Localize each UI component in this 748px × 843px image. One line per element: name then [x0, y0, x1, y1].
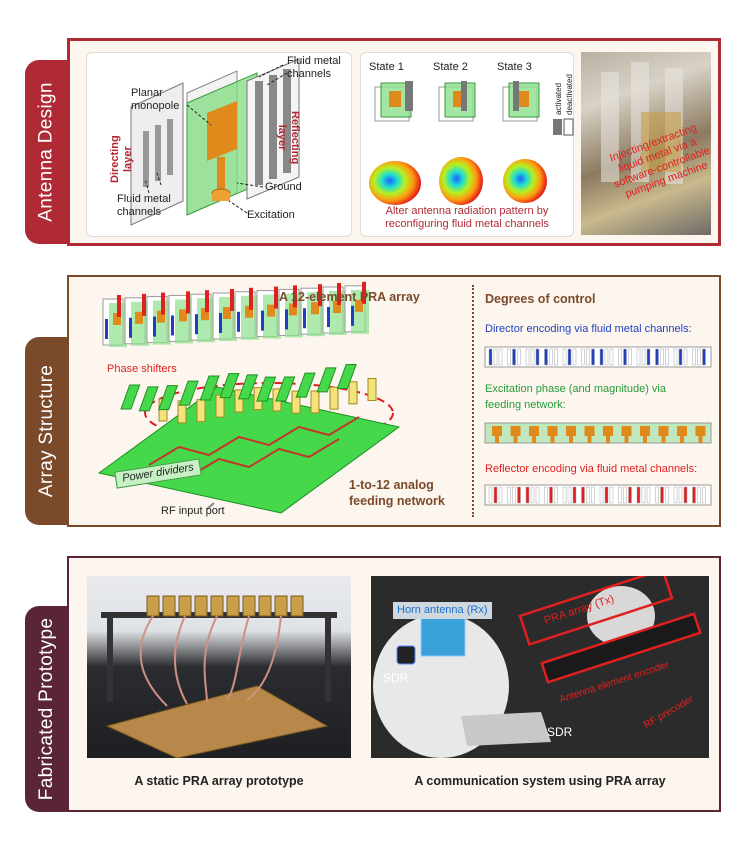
- communication-system-caption: A communication system using PRA array: [414, 774, 666, 788]
- states-drawing: [369, 81, 574, 205]
- array-structure-tab: Array Structure: [25, 337, 69, 525]
- antenna-design-panel: Planar monopole Fluid metal channels Ref…: [67, 38, 721, 246]
- state-3-label: State 3: [497, 61, 532, 73]
- sdr-left-label: SDR: [383, 671, 409, 685]
- director-encoding-label: Director encoding via fluid metal channe…: [485, 323, 692, 335]
- legend-deactivated: deactivated: [565, 74, 574, 115]
- ground-label: Ground: [265, 181, 302, 193]
- alter-pattern-text: Alter antenna radiation pattern by recon…: [385, 205, 549, 230]
- excitation-label: Excitation: [247, 209, 295, 221]
- prototype-section: Fabricated Prototype: [25, 556, 721, 812]
- static-prototype-photo: [87, 576, 351, 758]
- director-bars: [484, 346, 712, 368]
- reflector-bars: [484, 484, 712, 506]
- static-prototype-caption: A static PRA array prototype: [134, 774, 304, 788]
- reflecting-layer-label: Reflecting layer: [276, 111, 301, 165]
- horn-antenna-label: Horn antenna (Rx): [393, 602, 492, 619]
- antenna-diagram: Planar monopole Fluid metal channels Ref…: [86, 52, 352, 237]
- reflector-encoding-label: Reflector encoding via fluid metal chann…: [485, 463, 698, 475]
- antenna-design-tab: Antenna Design: [25, 60, 69, 244]
- states-diagram: State 1 State 2 State 3: [360, 52, 574, 237]
- pumping-photo: Injecting/extracting liquid metal via a …: [581, 52, 711, 235]
- directing-layer-label: Directing layer: [109, 135, 134, 183]
- planar-monopole-label: Planar monopole: [131, 87, 180, 112]
- fluid-channels-top-label: Fluid metal channels: [287, 55, 341, 80]
- communication-system-photo: Horn antenna (Rx) SDR SDR PRA array (Tx)…: [371, 576, 709, 758]
- state-2-label: State 2: [433, 61, 468, 73]
- controls-title: Degrees of control: [485, 292, 596, 306]
- feeding-network-label: 1-to-12 analog feeding network: [349, 478, 445, 508]
- section-divider: [472, 285, 474, 517]
- sdr-right-label: SDR: [547, 725, 573, 739]
- array-title: A 12-element PRA array: [279, 290, 420, 304]
- prototype-panel: A static PRA array prototype Horn antenn…: [67, 556, 721, 812]
- state-1-label: State 1: [369, 61, 404, 73]
- prototype-tab: Fabricated Prototype: [25, 606, 69, 812]
- array-structure-panel: A 12-element PRA array Phase shifters Po…: [67, 275, 721, 527]
- array-structure-section: Array Structure A 12-element PRA array P…: [25, 275, 721, 527]
- array-diagram: [97, 281, 401, 514]
- excitation-bars: [484, 422, 712, 444]
- phase-shifters-label: Phase shifters: [107, 363, 177, 375]
- excitation-control-label: Excitation phase (and magnitude) via fee…: [485, 383, 666, 411]
- antenna-design-section: Antenna Design: [25, 38, 721, 246]
- rf-input-label: RF input port: [161, 505, 225, 517]
- fluid-channels-bottom-label: Fluid metal channels: [117, 193, 171, 218]
- antenna-diagram-drawing: [130, 58, 300, 226]
